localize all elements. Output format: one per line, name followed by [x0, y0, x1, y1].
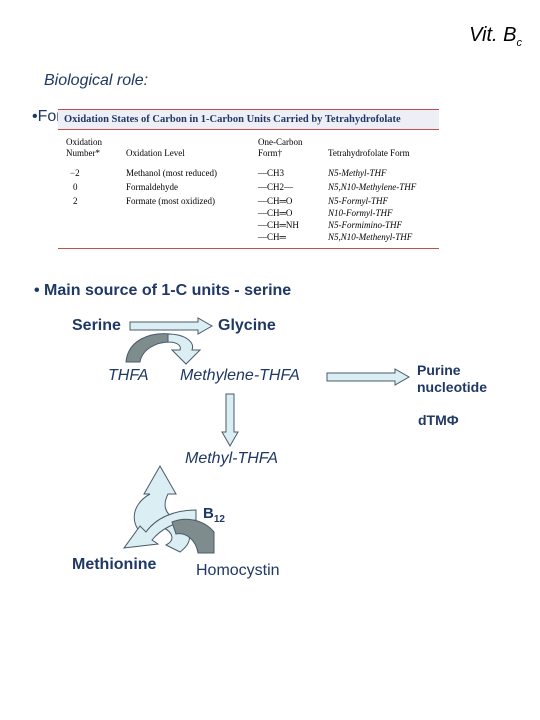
row3-form-4: —CH═ [258, 232, 286, 242]
slide-title: Vit. Bc [469, 24, 522, 49]
row2-form: —CH2— [258, 182, 294, 192]
header-ox-num-line2: Number* [66, 148, 100, 158]
label-methyl-thfa: Methyl-THFA [185, 450, 279, 467]
slide-title-subscript: c [516, 37, 523, 49]
header-form-line2: Form† [258, 148, 283, 158]
row3-thf-4: N5,N10-Methenyl-THF [328, 232, 413, 242]
row3-form-1: —CH═O [258, 196, 293, 206]
row3-number: 2 [73, 196, 78, 206]
row2-number: 0 [73, 182, 78, 192]
row1-thf: N5-Methyl-THF [328, 168, 387, 178]
label-b12-main: B [203, 505, 214, 522]
table-caption: Oxidation States of Carbon in 1-Carbon U… [58, 110, 439, 130]
row1-number: −2 [70, 168, 80, 178]
oxidation-table: Oxidation States of Carbon in 1-Carbon U… [58, 109, 439, 249]
cycle-arc-homocystin [171, 518, 215, 554]
row2-thf: N5,N10-Methylene-THF [328, 182, 417, 192]
header-form-line1: One-Carbon [258, 137, 303, 147]
arc-thfa-light [167, 333, 202, 365]
arc-thfa-dark [125, 333, 171, 363]
bullet-main-source-text: Main source of 1-C units - serine [44, 282, 292, 299]
label-dtmf: dTMФ [418, 412, 459, 428]
row3-thf-1: N5-Formyl-THF [328, 196, 388, 206]
arrow-to-purine [326, 368, 411, 386]
label-purine-line1: Purine [417, 362, 461, 378]
label-b12: B12 [203, 505, 225, 525]
row3-thf-3: N5-Formimino-THF [328, 220, 402, 230]
row3-form-3: —CH═NH [258, 220, 299, 230]
label-b12-sub: 12 [213, 514, 225, 525]
header-thf-form: Tetrahydrofolate Form [328, 148, 410, 158]
row2-level: Formaldehyde [126, 182, 178, 192]
label-serine: Serine [72, 317, 121, 334]
arrow-down-methyl [221, 393, 239, 448]
label-purine-nucleotide: Purine nucleotide [417, 362, 487, 396]
label-methionine: Methionine [72, 556, 157, 573]
label-thfa: THFA [108, 367, 149, 384]
header-one-carbon-form: One-Carbon Form† [258, 137, 303, 159]
row1-level: Methanol (most reduced) [126, 168, 217, 178]
header-ox-num-line1: Oxidation [66, 137, 102, 147]
slide-title-main: Vit. B [469, 24, 517, 46]
bullet-main-source: • Main source of 1-C units - serine [34, 282, 292, 299]
header-oxidation-number: Oxidation Number* [66, 137, 102, 159]
row1-form: —CH3 [258, 168, 285, 178]
bullet-forms: •Forms [32, 108, 62, 125]
arrow-serine-to-glycine [129, 317, 214, 335]
label-glycine: Glycine [218, 317, 276, 334]
label-purine-line2: nucleotide [417, 379, 488, 395]
row3-thf-2: N10-Formyl-THF [328, 208, 393, 218]
row3-level: Formate (most oxidized) [126, 196, 215, 206]
label-homocystin: Homocystin [196, 562, 280, 579]
label-methylene-thfa: Methylene-THFA [180, 367, 300, 384]
section-subtitle: Biological role: [44, 72, 149, 89]
row3-form-2: —CH═O [258, 208, 293, 218]
header-oxidation-level: Oxidation Level [126, 148, 185, 158]
